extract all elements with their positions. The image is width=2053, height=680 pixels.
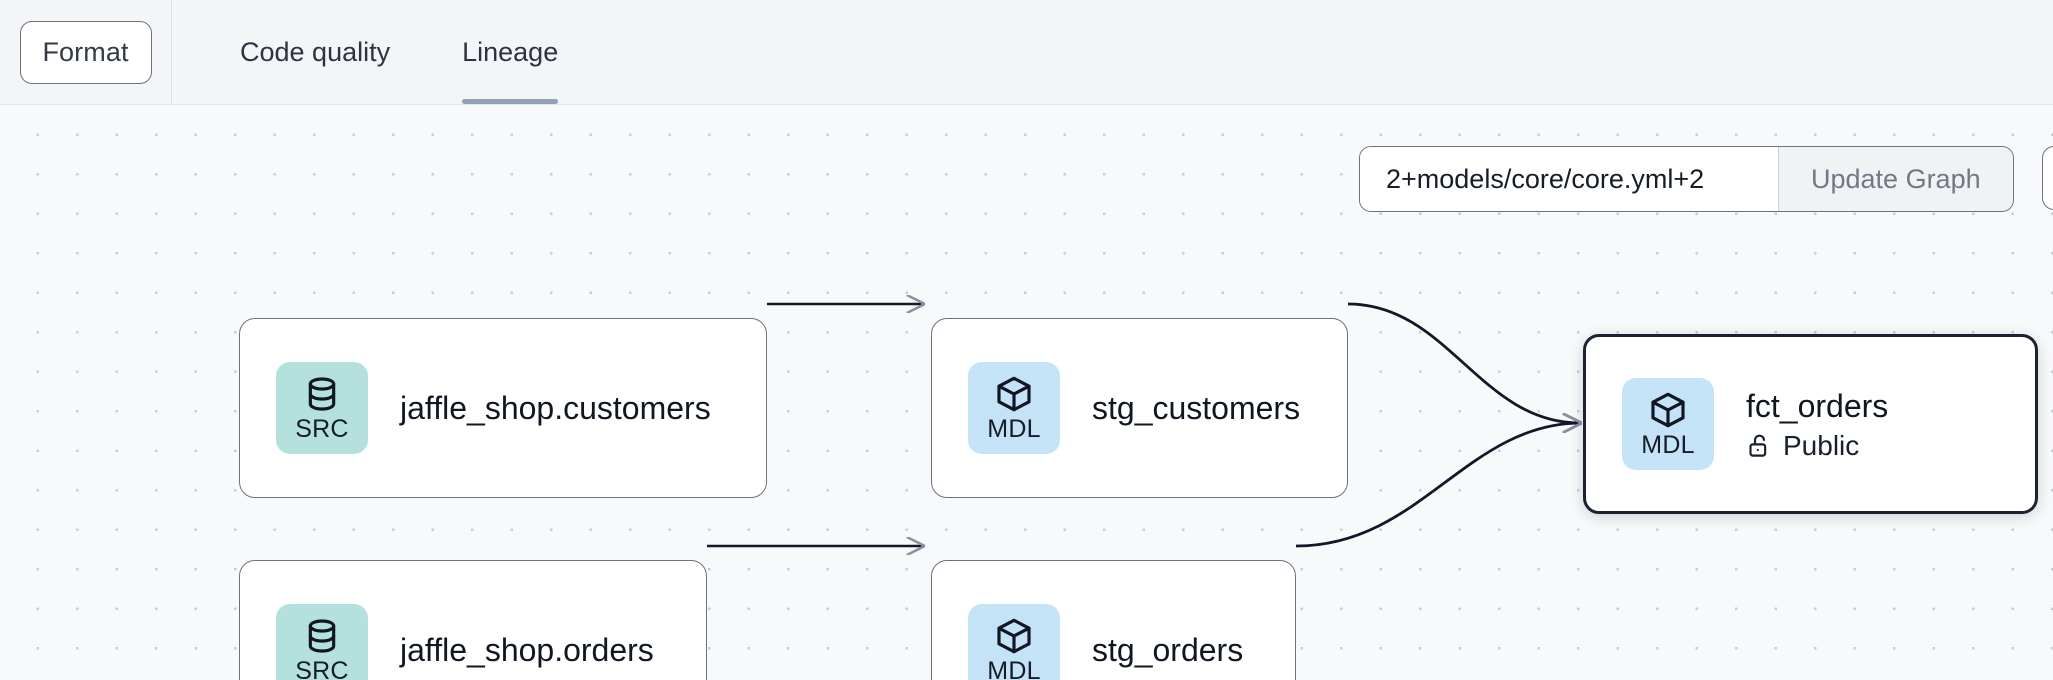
node-body: stg_customers xyxy=(1092,388,1300,428)
node-access: Public xyxy=(1746,428,1888,463)
badge-mdl-label: MDL xyxy=(1641,431,1695,459)
lineage-node-stg-customers[interactable]: MDL stg_customers xyxy=(931,318,1348,498)
badge-mdl: MDL xyxy=(968,604,1060,680)
tab-bar: Code quality Lineage xyxy=(172,0,594,104)
badge-src-label: SRC xyxy=(295,415,349,443)
tab-lineage-underline xyxy=(462,99,559,104)
lineage-canvas[interactable]: SRC jaffle_shop.customers SRC jaffle_sh xyxy=(0,105,2053,680)
toolbar: Format Code quality Lineage xyxy=(0,0,2053,105)
badge-mdl: MDL xyxy=(968,362,1060,454)
database-icon xyxy=(302,616,342,656)
badge-src: SRC xyxy=(276,362,368,454)
cube-icon xyxy=(1648,390,1688,430)
node-body: fct_orders Public xyxy=(1746,386,1888,463)
lineage-node-src-orders[interactable]: SRC jaffle_shop.orders xyxy=(239,560,707,680)
badge-mdl: MDL xyxy=(1622,378,1714,470)
node-title: fct_orders xyxy=(1746,387,1889,424)
unlock-icon xyxy=(1746,432,1773,459)
lineage-node-stg-orders[interactable]: MDL stg_orders xyxy=(931,560,1296,680)
badge-mdl-label: MDL xyxy=(987,657,1041,680)
badge-mdl-label: MDL xyxy=(987,415,1041,443)
tab-code-quality[interactable]: Code quality xyxy=(172,0,426,104)
lineage-node-src-customers[interactable]: SRC jaffle_shop.customers xyxy=(239,318,767,498)
node-title: jaffle_shop.orders xyxy=(400,632,654,668)
node-access-label: Public xyxy=(1783,429,1860,461)
toolbar-left-section: Format xyxy=(0,0,172,104)
tab-lineage[interactable]: Lineage xyxy=(426,0,594,104)
format-button[interactable]: Format xyxy=(19,20,152,84)
update-graph-button[interactable]: Update Graph xyxy=(1778,147,2013,211)
tab-lineage-label: Lineage xyxy=(462,36,559,67)
tab-code-quality-label: Code quality xyxy=(240,36,391,67)
node-body: jaffle_shop.orders xyxy=(400,630,654,670)
graph-controls: Update Graph xyxy=(1359,146,2014,212)
node-title: stg_customers xyxy=(1092,390,1301,426)
badge-src: SRC xyxy=(276,604,368,680)
graph-control-overflow[interactable] xyxy=(2042,146,2053,210)
node-body: stg_orders xyxy=(1092,630,1243,670)
cube-icon xyxy=(994,616,1034,656)
graph-selector-input[interactable] xyxy=(1360,147,1778,211)
lineage-node-fct-orders[interactable]: MDL fct_orders Public xyxy=(1583,334,2038,514)
edge-stg-customers-to-fct-orders xyxy=(1347,302,1580,423)
database-icon xyxy=(302,374,342,414)
node-title: jaffle_shop.customers xyxy=(400,390,711,426)
tab-code-quality-underline xyxy=(208,99,390,104)
badge-src-label: SRC xyxy=(295,657,349,680)
node-body: jaffle_shop.customers xyxy=(400,388,711,428)
node-title: stg_orders xyxy=(1092,632,1244,668)
cube-icon xyxy=(994,374,1034,414)
